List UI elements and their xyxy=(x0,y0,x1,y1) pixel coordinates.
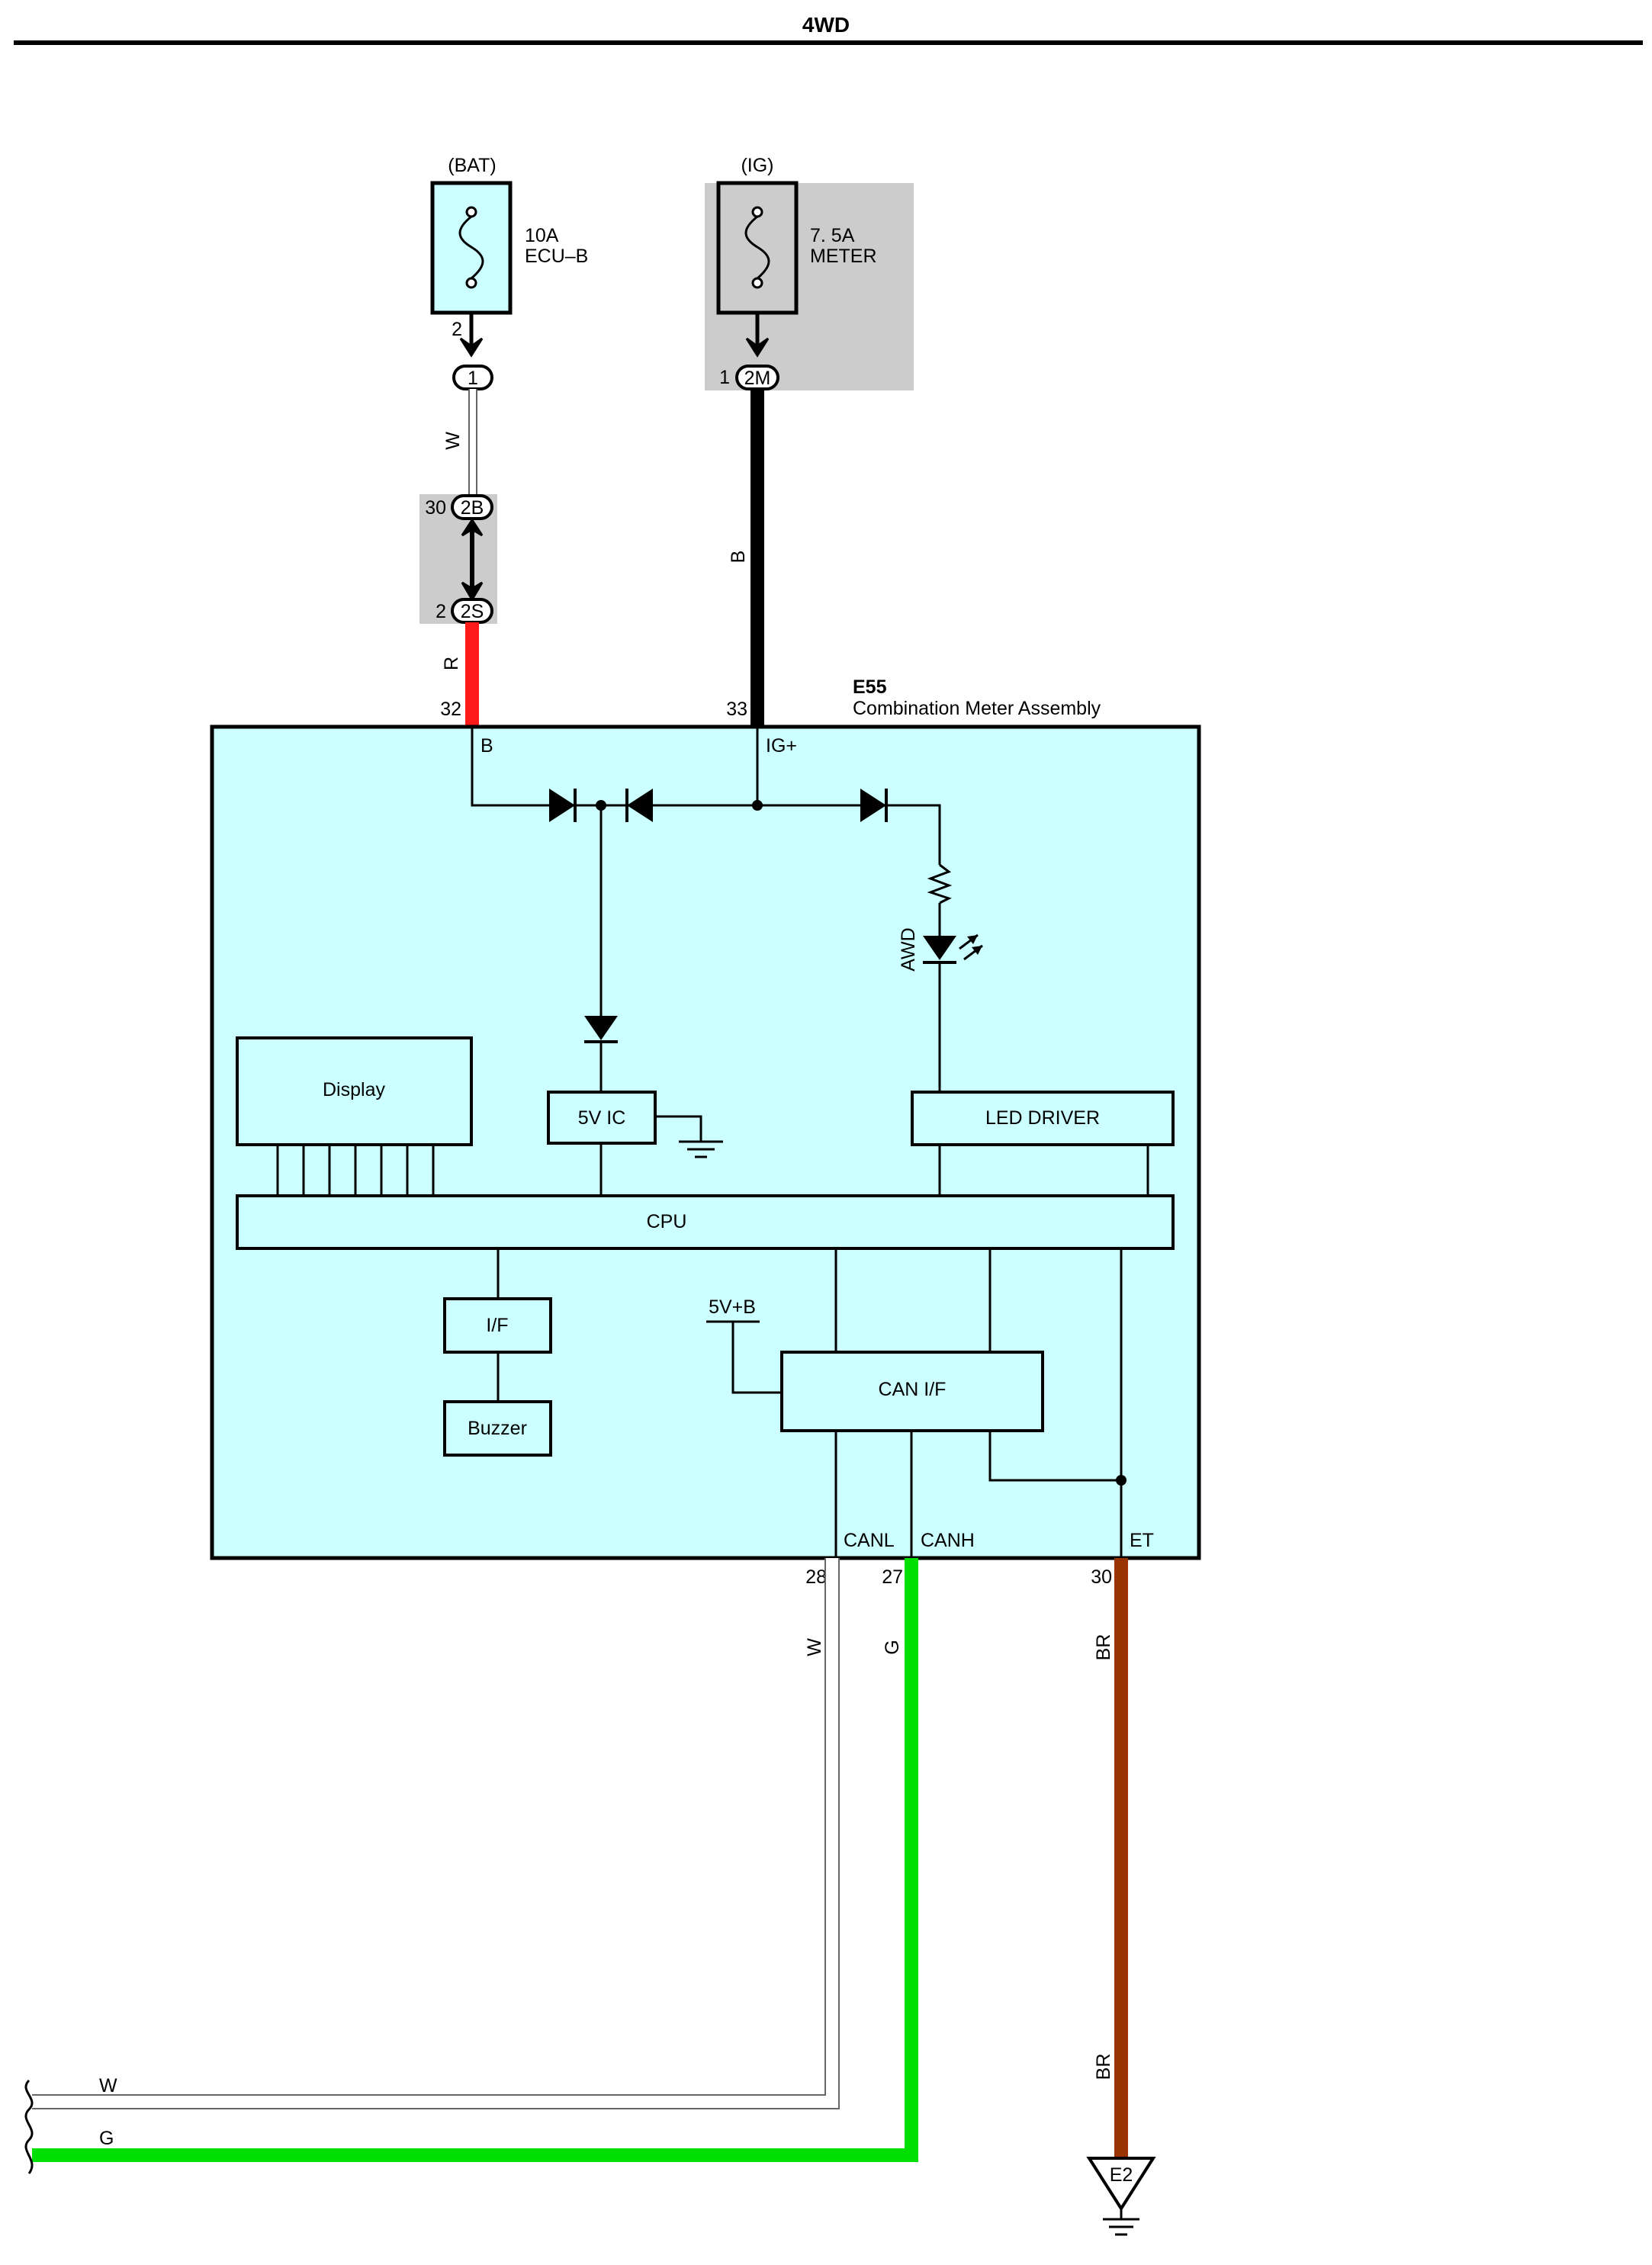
diode-b-icon xyxy=(549,789,577,822)
module-pin-canl-label: CANL xyxy=(844,1530,895,1551)
buzzer-block xyxy=(443,1400,552,1457)
module-pin-b-label: B xyxy=(480,735,493,757)
ig-wire-color-b: B xyxy=(728,551,749,564)
display-block xyxy=(236,1036,473,1146)
junction-down-arrow-icon xyxy=(461,581,484,602)
diode-ig-icon xyxy=(625,789,653,822)
junction-dot-ig xyxy=(752,800,763,811)
canl-wire-color: W xyxy=(804,1638,825,1656)
ig-fuse-pin: 1 xyxy=(719,367,730,388)
ground-e2-triangle xyxy=(1086,2157,1156,2212)
ig-fuse-element-icon xyxy=(744,215,770,280)
junction-2b-pin: 30 xyxy=(425,497,446,519)
ig-fuse-terminal-top xyxy=(751,206,763,218)
junction-dot-et xyxy=(1116,1475,1127,1486)
supply-label: 5V+B xyxy=(709,1296,756,1318)
canl-wire-white-outline xyxy=(32,1558,840,2109)
ic-ground-icon xyxy=(679,1140,723,1158)
if-block xyxy=(443,1297,552,1354)
junction-2s-label: 2S xyxy=(461,601,484,622)
junction-2b-label: 2B xyxy=(461,497,484,519)
junction-dot-diodes xyxy=(596,800,606,811)
bat-wire-color-w: W xyxy=(442,432,464,450)
bat-connector-label: 1 xyxy=(468,368,478,389)
display-label: Display xyxy=(323,1079,385,1100)
diode-5v-icon xyxy=(584,1016,618,1043)
ig-fuse-terminal-bottom xyxy=(751,277,763,289)
canh-wire-color: G xyxy=(882,1640,903,1654)
bat-fuse-arrow-icon xyxy=(459,337,484,358)
ig-fuse-name: METER xyxy=(810,246,877,267)
module-pin-ig-label: IG+ xyxy=(766,735,797,757)
canl-wire-white xyxy=(32,1558,838,2108)
module-pin-ig-number: 33 xyxy=(726,699,747,720)
out-wire-w-label: W xyxy=(99,2075,117,2096)
bat-fuse-pin: 2 xyxy=(452,319,462,340)
ig-connector-label: 2M xyxy=(744,368,771,389)
module-pin-canh-label: CANH xyxy=(921,1530,975,1551)
diode-led-icon xyxy=(860,789,888,822)
awd-led-icon xyxy=(923,933,983,964)
ic-5v-label: 5V IC xyxy=(578,1107,626,1129)
ground-e2-icon xyxy=(1103,2209,1139,2236)
cpu-label: CPU xyxy=(647,1211,687,1232)
et-wire-color-lower: BR xyxy=(1093,2054,1114,2080)
cpu-block xyxy=(236,1194,1175,1250)
led-driver-label: LED DRIVER xyxy=(985,1107,1100,1129)
bat-fuse-terminal-top xyxy=(465,206,477,218)
junction-up-arrow-icon xyxy=(461,518,484,537)
module-pin-canl-number: 28 xyxy=(805,1566,827,1588)
led-driver-block xyxy=(911,1091,1175,1146)
can-if-label: CAN I/F xyxy=(879,1379,947,1400)
module-code: E55 xyxy=(853,676,887,698)
display-bus xyxy=(276,1145,435,1196)
module-pin-canh-number: 27 xyxy=(882,1566,903,1588)
module-pin-et-label: ET xyxy=(1130,1530,1154,1551)
bat-fuse-element-icon xyxy=(458,215,484,280)
bat-fuse-name: ECU–B xyxy=(525,246,588,267)
page-title: 4WD xyxy=(802,13,850,37)
bat-wire-color-r: R xyxy=(441,657,462,670)
ig-source-label: (IG) xyxy=(741,155,773,176)
out-wire-g-label: G xyxy=(99,2128,114,2149)
resistor-icon xyxy=(927,863,953,904)
canh-wire-green xyxy=(32,1558,918,2162)
module-pin-et-number: 30 xyxy=(1091,1566,1112,1588)
ig-fuse-rating: 7. 5A xyxy=(810,225,855,246)
module-pin-b-number: 32 xyxy=(440,699,461,720)
wire-break-icon xyxy=(24,2079,34,2174)
if-label: I/F xyxy=(486,1315,508,1336)
module-name: Combination Meter Assembly xyxy=(853,698,1101,719)
buzzer-label: Buzzer xyxy=(468,1418,527,1439)
bat-fuse-rating: 10A xyxy=(525,225,559,246)
bat-fuse-terminal-bottom xyxy=(465,277,477,289)
ground-e2-label: E2 xyxy=(1110,2164,1133,2186)
can-if-block xyxy=(780,1351,1044,1432)
header-rule xyxy=(14,40,1643,45)
ic-5v-block xyxy=(547,1091,657,1145)
ig-fuse-arrow-icon xyxy=(745,337,770,358)
junction-2s-pin: 2 xyxy=(435,601,446,622)
et-wire-color-upper: BR xyxy=(1093,1634,1114,1661)
bat-source-label: (BAT) xyxy=(448,155,496,176)
awd-led-label: AWD xyxy=(898,927,919,971)
